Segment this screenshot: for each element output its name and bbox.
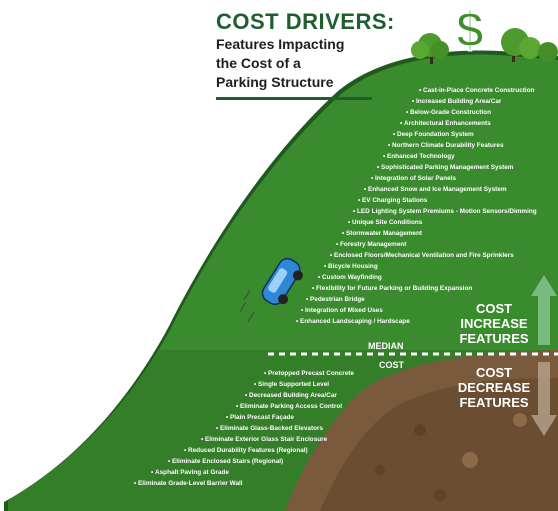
page-subtitle-line2: the Cost of a [216,55,301,71]
increase-feature: Enhanced Technology [383,153,455,161]
increase-feature: Northern Climate Durability Features [388,142,504,150]
median-cost-label: COST [379,360,405,370]
increase-feature: Sophisticated Parking Management System [377,164,513,172]
decrease-feature: Eliminate Grade-Level Barrier Wall [134,480,243,488]
decrease-feature: Asphalt Paving at Grade [151,469,229,477]
dollar-sign-icon: $ [455,1,485,59]
increase-feature: Pedestrian Bridge [306,296,365,304]
car-icon [261,257,303,306]
decrease-feature: Single Supported Level [254,381,329,389]
increase-feature: Stormwater Management [342,230,422,238]
page-title: COST DRIVERS: [216,9,395,34]
decrease-feature: Decreased Building Area/Car [245,392,337,400]
tree-icon [501,28,558,62]
median-label: MEDIAN [368,341,404,351]
increase-feature: Cast-in-Place Concrete Construction [419,87,535,95]
decrease-feature: Eliminate Glass-Backed Elevators [216,425,323,433]
decrease-feature: Eliminate Enclosed Stairs (Regional) [168,458,283,466]
increase-feature: LED Lighting System Premiums - Motion Se… [353,208,537,216]
increase-feature: Deep Foundation System [393,131,474,139]
increase-feature: Flexibility for Future Parking or Buildi… [312,285,472,293]
title-block: COST DRIVERS: Features Impacting the Cos… [216,9,395,91]
page-subtitle-line3: Parking Structure [216,74,334,90]
decrease-feature: Eliminate Exterior Glass Stair Enclosure [201,436,327,444]
decrease-feature: Eliminate Parking Access Control [236,403,342,411]
increase-feature: Architectural Enhancements [400,120,491,128]
increase-feature: Below-Grade Construction [406,109,491,117]
increase-feature: Unique Site Conditions [348,219,422,227]
decrease-feature: Reduced Durability Features (Regional) [184,447,308,455]
increase-feature: Integration of Mixed Uses [301,307,383,315]
tree-icon [411,33,449,64]
cost-decrease-label: COST DECREASE FEATURES [457,365,531,410]
decrease-feature: Pretopped Precast Concrete [264,370,354,378]
increase-feature: Enhanced Snow and Ice Management System [364,186,507,194]
cost-increase-label: COST INCREASE FEATURES [459,301,529,346]
increase-feature: Increased Building Area/Car [412,98,501,106]
increase-feature: Integration of Solar Panels [371,175,456,183]
increase-feature: Custom Wayfinding [318,274,382,282]
down-arrow-icon [531,362,557,436]
speed-lines [239,289,255,323]
increase-feature: Enhanced Landscaping / Hardscape [296,318,410,326]
increase-feature: Enclosed Floors/Mechanical Ventilation a… [330,252,514,260]
page-subtitle-line1: Features Impacting [216,36,345,52]
up-arrow-icon [531,275,557,345]
increase-feature: EV Charging Stations [358,197,427,205]
increase-feature: Bicycle Housing [324,263,378,271]
increase-feature: Forestry Management [336,241,406,249]
decrease-feature: Plain Precast Façade [226,414,294,422]
title-underline [216,97,372,100]
